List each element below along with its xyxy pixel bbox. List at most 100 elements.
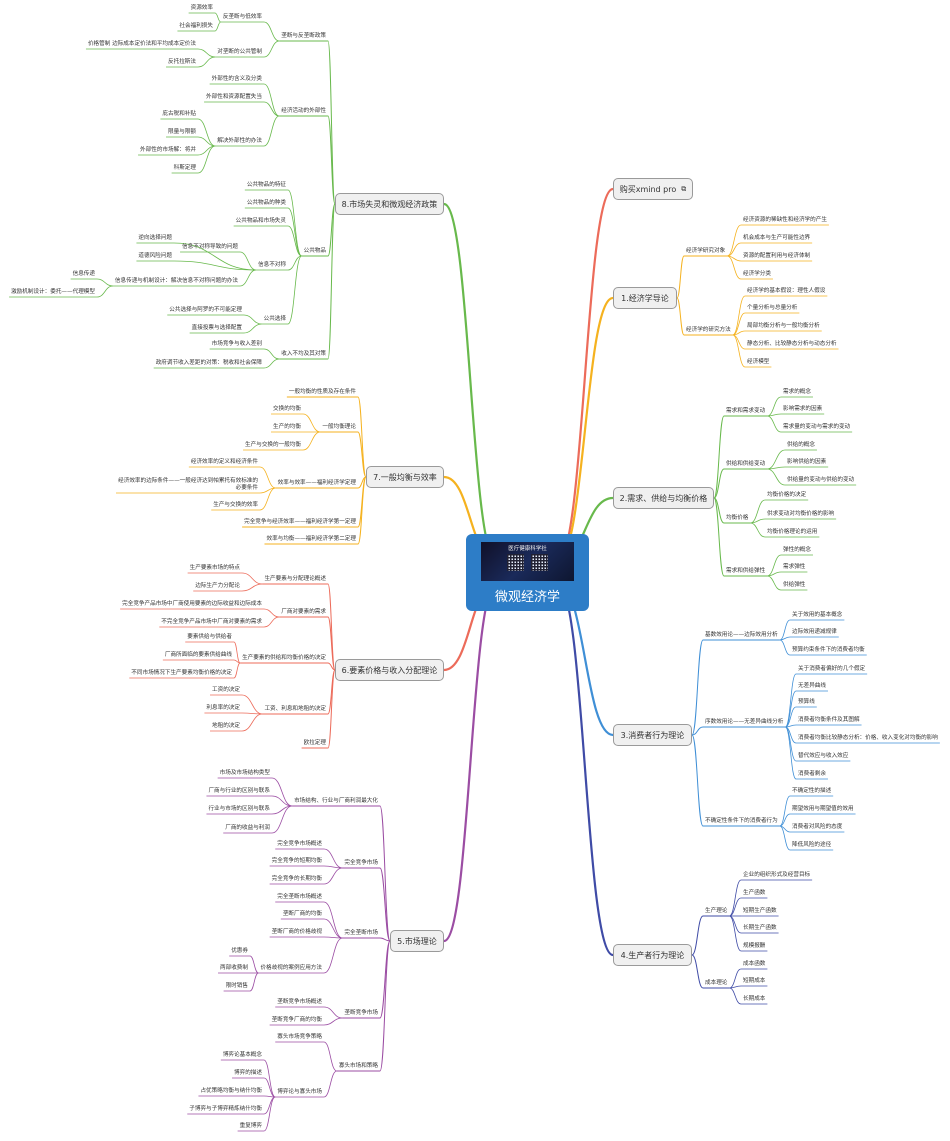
leaf-node[interactable]: 成本函数 xyxy=(743,961,766,967)
leaf-node[interactable]: 影响需求的因素 xyxy=(783,406,823,412)
leaf-node[interactable]: 长期成本 xyxy=(743,996,766,1002)
leaf-node[interactable]: 价格歧视的案例应用方法 xyxy=(260,965,322,971)
subtopic[interactable]: 垄断竞争市场 xyxy=(344,1010,378,1016)
leaf-node[interactable]: 消费者剩余 xyxy=(798,771,826,777)
leaf-node[interactable]: 资源效率 xyxy=(190,5,213,11)
leaf-node[interactable]: 生产与交换的效率 xyxy=(213,502,258,508)
leaf-node[interactable]: 行业与市场的区别与联系 xyxy=(208,806,270,812)
leaf-node[interactable]: 厂商与行业的区别与联系 xyxy=(208,788,270,794)
subtopic[interactable]: 公共物品 xyxy=(303,248,326,254)
leaf-node[interactable]: 信息不对称导致的问题 xyxy=(182,244,238,250)
leaf-node[interactable]: 科斯定理 xyxy=(173,165,196,171)
leaf-node[interactable]: 经济学分类 xyxy=(743,271,771,277)
leaf-node[interactable]: 机会成本与生产可能性边界 xyxy=(743,235,811,241)
main-topic-t3[interactable]: 3.消费者行为理论 xyxy=(613,724,692,746)
main-topic-t2[interactable]: 2.需求、供给与均衡价格 xyxy=(613,487,714,509)
leaf-node[interactable]: 直接投票与选择配置 xyxy=(191,325,242,331)
leaf-node[interactable]: 重复博弈 xyxy=(239,1123,262,1129)
central-topic[interactable]: 医疗健康科学社 微观经济学 xyxy=(466,534,589,611)
leaf-node[interactable]: 经济模型 xyxy=(747,359,770,365)
leaf-node[interactable]: 限量与限额 xyxy=(168,129,196,135)
leaf-node[interactable]: 供给的概念 xyxy=(787,442,815,448)
leaf-node[interactable]: 替代效应与收入效应 xyxy=(798,753,849,759)
leaf-node[interactable]: 占优策略均衡与纳什均衡 xyxy=(200,1088,262,1094)
subtopic[interactable]: 效率与效率——福利经济学定理 xyxy=(277,480,356,486)
leaf-node[interactable]: 需求量的变动与需求的变动 xyxy=(783,424,851,430)
leaf-node[interactable]: 不确定性的描述 xyxy=(792,788,832,794)
leaf-node[interactable]: 预算线 xyxy=(798,699,815,705)
subtopic[interactable]: 寡头市场和策略 xyxy=(338,1063,378,1069)
leaf-node[interactable]: 短期成本 xyxy=(743,978,766,984)
leaf-node[interactable]: 弹性的概念 xyxy=(783,547,811,553)
leaf-node[interactable]: 公共物品和市场失灵 xyxy=(235,218,286,224)
leaf-node[interactable]: 供求变动对均衡价格的影响 xyxy=(767,511,835,517)
leaf-node[interactable]: 长期生产函数 xyxy=(743,925,777,931)
subtopic[interactable]: 序数效用论——无差异曲线分析 xyxy=(705,719,784,725)
leaf-node[interactable]: 市场竞争与收入差别 xyxy=(211,341,262,347)
subtopic[interactable]: 完全竞争市场 xyxy=(344,860,378,866)
subtopic[interactable]: 一般均衡的性质及存在条件 xyxy=(288,389,356,395)
leaf-node[interactable]: 不完全竞争产品市场中厂商对要素的需求 xyxy=(161,619,262,625)
leaf-node[interactable]: 经济学的基本假设：理性人假设 xyxy=(747,288,826,294)
subtopic[interactable]: 供给和供给变动 xyxy=(726,461,766,467)
leaf-node[interactable]: 两部收费制 xyxy=(220,965,248,971)
leaf-node[interactable]: 消费者均衡条件及其图解 xyxy=(798,717,860,723)
main-topic-pro[interactable]: 购买xmind pro⧉ xyxy=(613,178,693,200)
leaf-node[interactable]: 公共选择与阿罗的不可能定理 xyxy=(169,307,242,313)
subtopic[interactable]: 经济活动的外部性 xyxy=(281,108,326,114)
subtopic[interactable]: 需求和需求变动 xyxy=(726,408,766,414)
subtopic[interactable]: 欧拉定理 xyxy=(303,740,326,746)
leaf-node[interactable]: 完全垄断市场概述 xyxy=(277,894,322,900)
leaf-node[interactable]: 公共物品的种类 xyxy=(246,200,286,206)
leaf-node[interactable]: 寡头市场竞争策略 xyxy=(277,1034,322,1040)
leaf-node[interactable]: 厂商所面临的要素供给曲线 xyxy=(164,652,232,658)
leaf-node[interactable]: 局部均衡分析与一般均衡分析 xyxy=(747,323,820,329)
leaf-node[interactable]: 消费者对风险的态度 xyxy=(792,824,843,830)
leaf-node[interactable]: 经济效率的定义和经济条件 xyxy=(190,459,258,465)
leaf-node[interactable]: 市场及市场结构类型 xyxy=(219,770,270,776)
leaf-node[interactable]: 反垄断与低效率 xyxy=(222,14,262,20)
leaf-node[interactable]: 道德风险问题 xyxy=(138,253,172,259)
leaf-node[interactable]: 短期生产函数 xyxy=(743,908,777,914)
subtopic[interactable]: 效率与均衡——福利经济学第二定理 xyxy=(266,536,356,542)
leaf-node[interactable]: 工资的决定 xyxy=(212,687,240,693)
leaf-node[interactable]: 关于效用的基本概念 xyxy=(792,612,843,618)
leaf-node[interactable]: 外部性的市场解：将并 xyxy=(140,147,196,153)
leaf-node[interactable]: 边际生产力分配论 xyxy=(195,583,240,589)
leaf-node[interactable]: 完全竞争的短期均衡 xyxy=(271,858,322,864)
subtopic[interactable]: 生产理论 xyxy=(705,908,728,914)
leaf-node[interactable]: 解决外部性的办法 xyxy=(217,138,262,144)
subtopic[interactable]: 不确定性条件下的消费者行为 xyxy=(705,818,778,824)
leaf-node[interactable]: 生产与交换的一般均衡 xyxy=(245,442,301,448)
leaf-node[interactable]: 社会福利损失 xyxy=(179,23,213,29)
leaf-node[interactable]: 资源的配置利用与经济体制 xyxy=(743,253,811,259)
main-topic-t7[interactable]: 7.一般均衡与效率 xyxy=(366,466,444,488)
leaf-node[interactable]: 经济资源的稀缺性和经济学的产生 xyxy=(743,217,827,223)
subtopic[interactable]: 生产要素与分配理论概述 xyxy=(264,576,326,582)
subtopic[interactable]: 市场结构、行业与厂商利润最大化 xyxy=(294,798,378,804)
leaf-node[interactable]: 公共选择 xyxy=(263,316,286,322)
leaf-node[interactable]: 博弈论与寡头市场 xyxy=(277,1089,322,1095)
subtopic[interactable]: 完全垄断市场 xyxy=(344,930,378,936)
leaf-node[interactable]: 生产要素市场的特点 xyxy=(189,565,240,571)
leaf-node[interactable]: 对垄断的公共管制 xyxy=(217,49,262,55)
leaf-node[interactable]: 供给量的变动与供给的变动 xyxy=(787,477,855,483)
leaf-node[interactable]: 经济效率的边际条件——一般经济达到帕累托有效标准的必要条件 xyxy=(118,478,258,491)
leaf-node[interactable]: 供给弹性 xyxy=(783,582,806,588)
leaf-node[interactable]: 生产函数 xyxy=(743,890,766,896)
leaf-node[interactable]: 地租的决定 xyxy=(212,723,240,729)
leaf-node[interactable]: 均衡价格理论的运用 xyxy=(767,529,818,535)
leaf-node[interactable]: 反托拉斯法 xyxy=(168,59,196,65)
subtopic[interactable]: 均衡价格 xyxy=(726,515,749,521)
leaf-node[interactable]: 降低风险的途径 xyxy=(792,842,832,848)
leaf-node[interactable]: 外部性的含义及分类 xyxy=(211,76,262,82)
leaf-node[interactable]: 影响供给的因素 xyxy=(787,459,827,465)
subtopic[interactable]: 工资、利息和地租的决定 xyxy=(264,706,326,712)
subtopic[interactable]: 基数效用论——边际效用分析 xyxy=(705,632,778,638)
leaf-node[interactable]: 庇古税和补贴 xyxy=(162,111,196,117)
main-topic-t6[interactable]: 6.要素价格与收入分配理论 xyxy=(335,659,444,681)
leaf-node[interactable]: 要素供给与供给者 xyxy=(187,634,232,640)
leaf-node[interactable]: 信息不对称 xyxy=(258,262,286,268)
leaf-node[interactable]: 优惠券 xyxy=(231,948,248,954)
leaf-node[interactable]: 静态分析、比较静态分析与动态分析 xyxy=(747,341,837,347)
